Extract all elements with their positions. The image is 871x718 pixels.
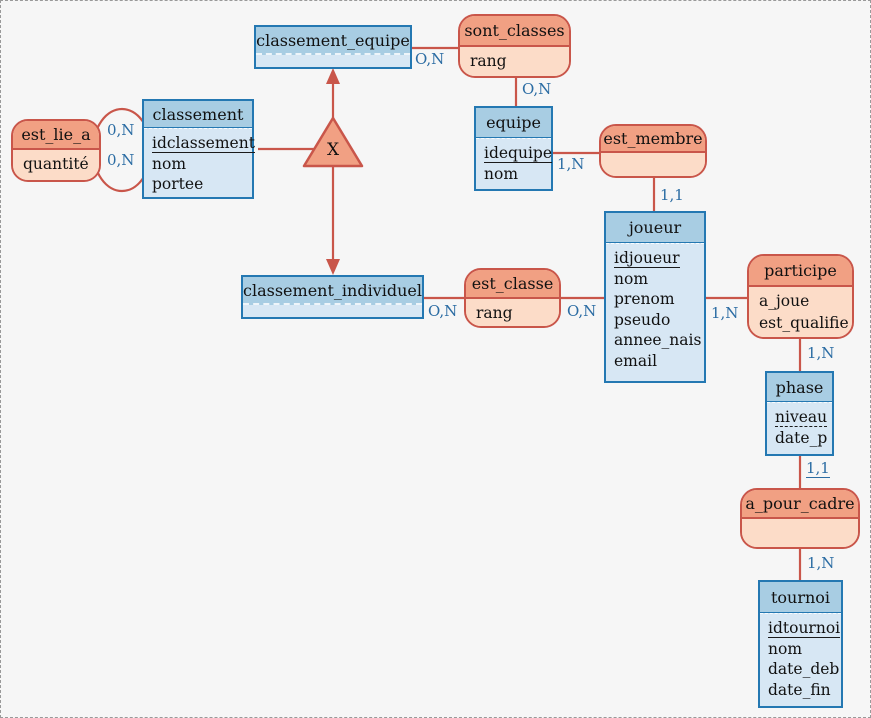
entity-attributes: idtournoi nom date_deb date_fin	[760, 613, 841, 706]
entity-classement-individuel: classement_individuel	[241, 275, 424, 319]
cardinality-label: 0,N	[107, 121, 135, 139]
attribute-nom: nom	[768, 639, 803, 658]
entity-title: phase	[767, 373, 832, 402]
cardinality-label: O,N	[567, 302, 597, 320]
association-title: est_classe	[466, 270, 559, 299]
entity-attributes: idjoueur nom prenom pseudo annee_nais em…	[606, 243, 704, 381]
attribute-niveau: niveau	[775, 408, 828, 427]
attribute-prenom: prenom	[614, 290, 675, 308]
attribute-date-deb: date_deb	[768, 660, 840, 678]
association-attributes	[742, 519, 858, 547]
arrowhead-down-icon	[326, 259, 340, 275]
inheritance-triangle-icon	[302, 116, 364, 168]
association-est-membre: est_membre	[599, 124, 707, 178]
cardinality-label: O,N	[415, 50, 445, 68]
attribute-pseudo: pseudo	[614, 310, 671, 329]
association-attributes: rang	[466, 299, 559, 326]
attribute-date-p: date_p	[775, 428, 828, 447]
association-attributes	[601, 153, 705, 176]
association-title: a_pour_cadre	[742, 490, 858, 519]
attribute-date-fin: date_fin	[768, 680, 831, 699]
association-title: participe	[749, 256, 852, 287]
entity-attributes: niveau date_p	[767, 402, 832, 454]
cardinality-label: O,N	[428, 302, 458, 320]
entity-title: classement_individuel	[243, 277, 422, 305]
cardinality-label: 1,1	[806, 459, 830, 478]
association-a-pour-cadre: a_pour_cadre	[740, 488, 860, 549]
attribute-rang: rang	[476, 304, 513, 322]
attribute-idclassement: idclassement	[152, 134, 255, 153]
association-sont-classes: sont_classes rang	[458, 14, 571, 78]
attribute-idjoueur: idjoueur	[614, 249, 680, 268]
association-attributes: rang	[460, 47, 569, 76]
cardinality-label: 1,N	[557, 155, 585, 173]
entity-title: classement_equipe	[256, 27, 410, 55]
inheritance-symbol: X	[326, 140, 340, 160]
entity-tournoi: tournoi idtournoi nom date_deb date_fin	[758, 580, 843, 708]
attribute-nom: nom	[484, 164, 519, 183]
cardinality-label: 1,N	[807, 554, 835, 572]
association-title: est_membre	[601, 126, 705, 153]
cardinality-label: 1,1	[660, 186, 684, 204]
entity-equipe: equipe idequipe nom	[474, 106, 553, 191]
association-attributes: quantité	[13, 150, 99, 180]
attribute-annee-nais: annee_nais	[614, 331, 702, 349]
association-est-classe: est_classe rang	[464, 268, 561, 328]
entity-classement-equipe: classement_equipe	[254, 25, 412, 69]
attribute-idequipe: idequipe	[484, 144, 553, 163]
entity-title: joueur	[606, 213, 704, 243]
association-title: sont_classes	[460, 16, 569, 47]
entity-joueur: joueur idjoueur nom prenom pseudo annee_…	[604, 211, 706, 383]
association-est-lie-a: est_lie_a quantité	[11, 119, 101, 182]
attribute-nom: nom	[614, 269, 649, 288]
attribute-a-joue: a_joue	[759, 292, 810, 310]
attribute-nom: nom	[152, 154, 187, 173]
cardinality-label: 1,N	[711, 304, 739, 322]
entity-attributes	[243, 305, 422, 317]
cardinality-label: O,N	[522, 80, 552, 98]
entity-classement: classement idclassement nom portee	[142, 99, 255, 199]
attribute-email: email	[614, 351, 658, 370]
entity-title: tournoi	[760, 582, 841, 613]
entity-attributes	[256, 55, 410, 67]
entity-title: equipe	[476, 108, 551, 138]
association-participe: participe a_joue est_qualifie	[747, 254, 854, 339]
entity-attributes: idequipe nom	[476, 138, 553, 189]
attribute-idtournoi: idtournoi	[768, 619, 841, 638]
entity-title: classement	[144, 101, 252, 128]
association-attributes: a_joue est_qualifie	[749, 287, 852, 337]
cardinality-label: 1,N	[807, 344, 835, 362]
attribute-portee: portee	[152, 175, 204, 193]
entity-attributes: idclassement nom portee	[144, 128, 255, 197]
attribute-rang: rang	[470, 52, 507, 70]
attribute-est-qualifie: est_qualifie	[759, 313, 849, 332]
arrowhead-up-icon	[326, 68, 340, 84]
association-title: est_lie_a	[13, 121, 99, 150]
entity-phase: phase niveau date_p	[765, 371, 834, 456]
cardinality-label: 0,N	[107, 151, 135, 169]
attribute-quantite: quantité	[23, 155, 89, 173]
